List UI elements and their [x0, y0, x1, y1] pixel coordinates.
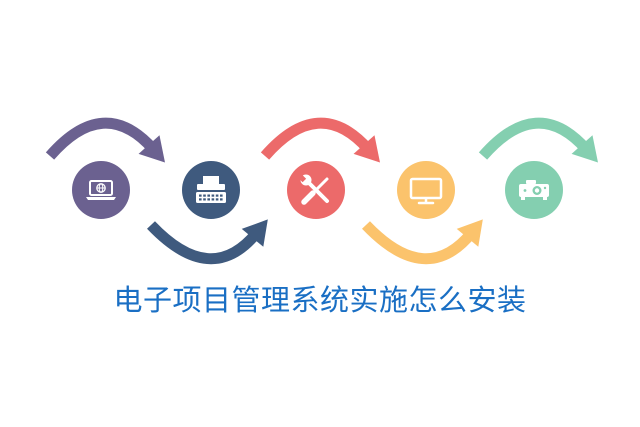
connector-arrow [45, 117, 165, 163]
laptop-globe-icon [86, 180, 116, 200]
projector-icon [519, 180, 549, 200]
step-nodes [72, 161, 563, 219]
step-node [397, 161, 455, 219]
arrow-band [478, 117, 591, 160]
wrench-screwdriver-icon [298, 174, 329, 205]
step-circle [72, 161, 130, 219]
arrow-band [362, 221, 476, 265]
arrow-head [138, 135, 165, 163]
step-circle [397, 161, 455, 219]
connector-arrow [260, 117, 380, 163]
headline-title: 电子项目管理系统实施怎么安装 [113, 283, 527, 317]
step-node [72, 161, 130, 219]
typewriter-icon [196, 176, 226, 203]
step-node [182, 161, 240, 219]
arrow-band [45, 117, 158, 160]
monitor-icon [409, 177, 443, 205]
arrow-band [260, 117, 373, 160]
connector-arrow [362, 219, 483, 265]
connector-arrows [45, 117, 598, 265]
connector-arrow [478, 117, 598, 163]
step-node [505, 161, 563, 219]
connector-arrow [147, 219, 268, 265]
step-node [287, 161, 345, 219]
arrow-head [571, 135, 598, 163]
arrow-head [241, 219, 268, 247]
arrow-head [353, 135, 380, 163]
arrow-band [147, 221, 261, 265]
arrow-head [456, 219, 483, 247]
